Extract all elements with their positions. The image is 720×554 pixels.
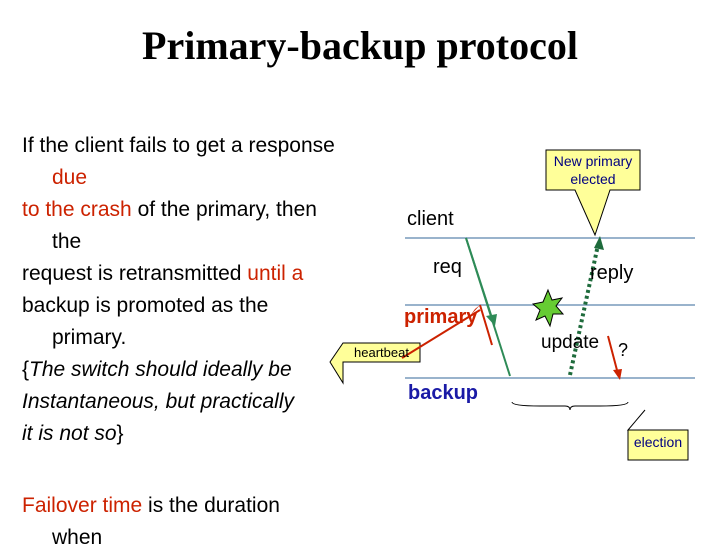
heartbeat-callout: [329, 342, 421, 385]
para1-line7: primary.: [52, 326, 127, 349]
question-mark: ?: [618, 340, 629, 360]
para1-line4: the: [52, 230, 82, 253]
crash-highlight: to the crash: [22, 198, 132, 221]
switch-text: The switch should ideally be: [29, 358, 292, 381]
not-so-text: it is not so: [22, 422, 117, 445]
backup-label: backup: [408, 382, 479, 404]
brace-close: }: [116, 422, 124, 445]
failover-term: Failover time: [22, 494, 143, 517]
new-primary-callout: [545, 149, 641, 237]
reply-label: reply: [590, 262, 634, 284]
crash-burst-icon: [531, 288, 565, 328]
primary-label: primary: [404, 306, 478, 328]
update-label: update: [541, 332, 600, 353]
reply-arrow: [568, 244, 600, 376]
failover-paragraph: Failover time is the duration when: [22, 490, 442, 554]
main-paragraph: If the client fails to get a response du…: [22, 130, 402, 450]
until-highlight: until a: [247, 262, 304, 285]
election-callout: [626, 409, 689, 461]
para2-line3: it is not so}: [22, 418, 402, 450]
failover-def: is the duration: [142, 494, 280, 517]
election-brace: [511, 401, 629, 411]
new-primary-text: New primary elected: [553, 153, 633, 187]
para1-line2: due: [52, 166, 88, 189]
heartbeat-arrow: [401, 309, 481, 359]
primary-down-arrow: [479, 304, 493, 346]
heartbeat-text: heartbeat: [354, 345, 409, 360]
para1-line1: If the client fails to get a response: [22, 134, 335, 157]
slide-title: Primary-backup protocol: [142, 23, 578, 68]
retransmit-arrow: [465, 237, 511, 377]
protocol-diagram: [329, 149, 695, 461]
para1-line6: backup is promoted as the: [22, 294, 269, 317]
para1-line5-start: request is retransmitted: [22, 262, 248, 285]
para1-line5: request is retransmitted until a: [22, 258, 402, 290]
para1-line3-rest: of the primary, then: [131, 198, 317, 221]
para2-line2: Instantaneous, but practically: [22, 390, 294, 413]
update-arrow: [607, 335, 619, 375]
heartbeat-arrowhead: [470, 305, 480, 316]
brace-open: {: [22, 358, 30, 381]
election-text: election: [633, 434, 683, 450]
req-label: req: [433, 256, 462, 278]
para2-line1: {The switch should ideally be: [22, 354, 402, 386]
reply-arrowhead: [594, 236, 604, 250]
update-arrowhead: [613, 369, 622, 380]
para1-line3: to the crash of the primary, then: [22, 194, 402, 226]
client-label: client: [407, 208, 454, 230]
